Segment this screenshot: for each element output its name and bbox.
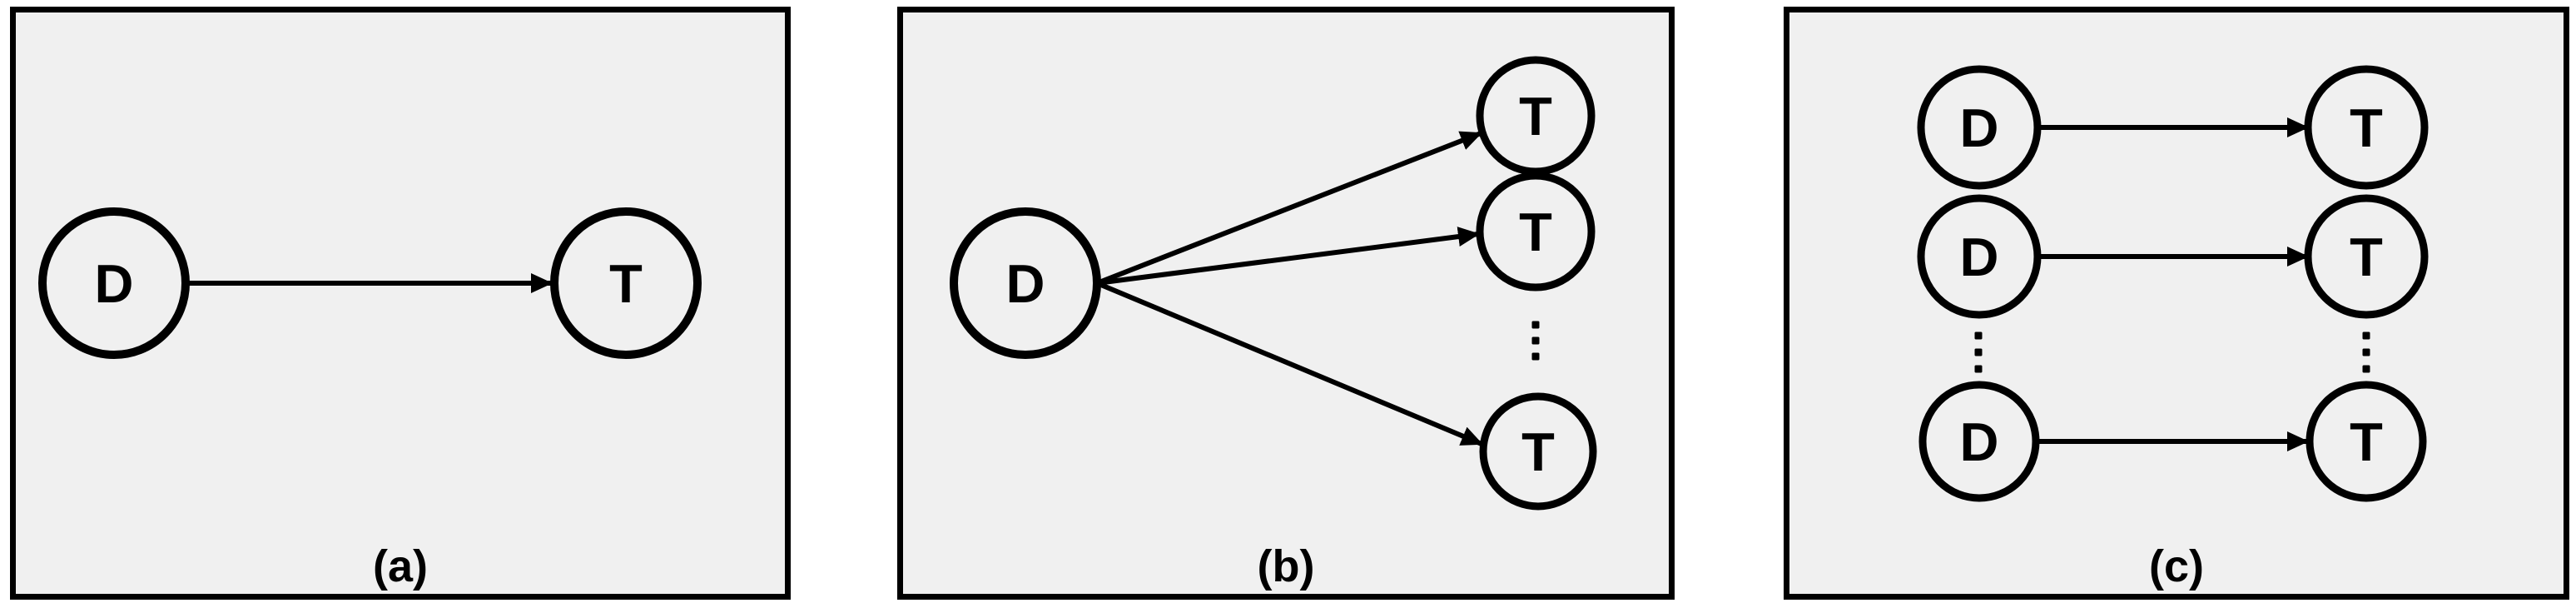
node-T-label: T: [2350, 97, 2383, 158]
node-D-circle: [38, 207, 190, 359]
node-T-label: T: [2350, 227, 2383, 287]
node-D-label: D: [1960, 411, 1999, 472]
ellipsis-dot: [1974, 365, 1983, 373]
panel-c-diagram: D D D T T T (c): [1784, 7, 2569, 600]
ellipsis-dot: [2362, 365, 2370, 373]
ellipsis-dot: [2362, 331, 2370, 340]
panel-a-diagram: D T (a): [10, 7, 791, 600]
node-D-circle: [1917, 194, 2042, 319]
node-D-label: D: [1006, 253, 1045, 314]
ellipsis-dot: [2362, 348, 2370, 356]
node-D-circle: [950, 207, 1101, 359]
node-T-circle: [1479, 392, 1597, 511]
node-T-circle: [1476, 56, 1596, 176]
panel-caption: (a): [373, 541, 428, 591]
node-T-circle: [2304, 194, 2429, 319]
node-T-circle: [1476, 172, 1596, 292]
node-D-label: D: [95, 253, 134, 314]
edge-arrow: [1095, 281, 1483, 446]
ellipsis-dot: [1531, 352, 1540, 361]
node-D-circle: [1918, 381, 2040, 502]
panel-caption: (c): [2149, 541, 2204, 591]
node-D-circle: [1917, 65, 2042, 190]
node-D-label: D: [1960, 97, 1999, 158]
ellipsis-dot: [1531, 336, 1540, 345]
panel-caption: (b): [1258, 541, 1315, 591]
node-T-circle: [550, 207, 702, 359]
panel-border: [1784, 7, 2569, 600]
edge-arrow: [1095, 131, 1482, 286]
node-T-label: T: [1521, 421, 1555, 482]
node-T-circle: [2304, 65, 2429, 190]
node-T-label: T: [1519, 202, 1552, 262]
edge-arrow: [1096, 227, 1480, 286]
node-T-label: T: [1519, 86, 1552, 147]
node-T-label: T: [609, 253, 643, 314]
node-D-label: D: [1960, 227, 1999, 287]
ellipsis-dot: [1531, 321, 1540, 329]
node-T-label: T: [2350, 411, 2383, 472]
ellipsis-dot: [1974, 348, 1983, 356]
node-T-circle: [2305, 381, 2427, 502]
ellipsis-dot: [1974, 331, 1983, 340]
